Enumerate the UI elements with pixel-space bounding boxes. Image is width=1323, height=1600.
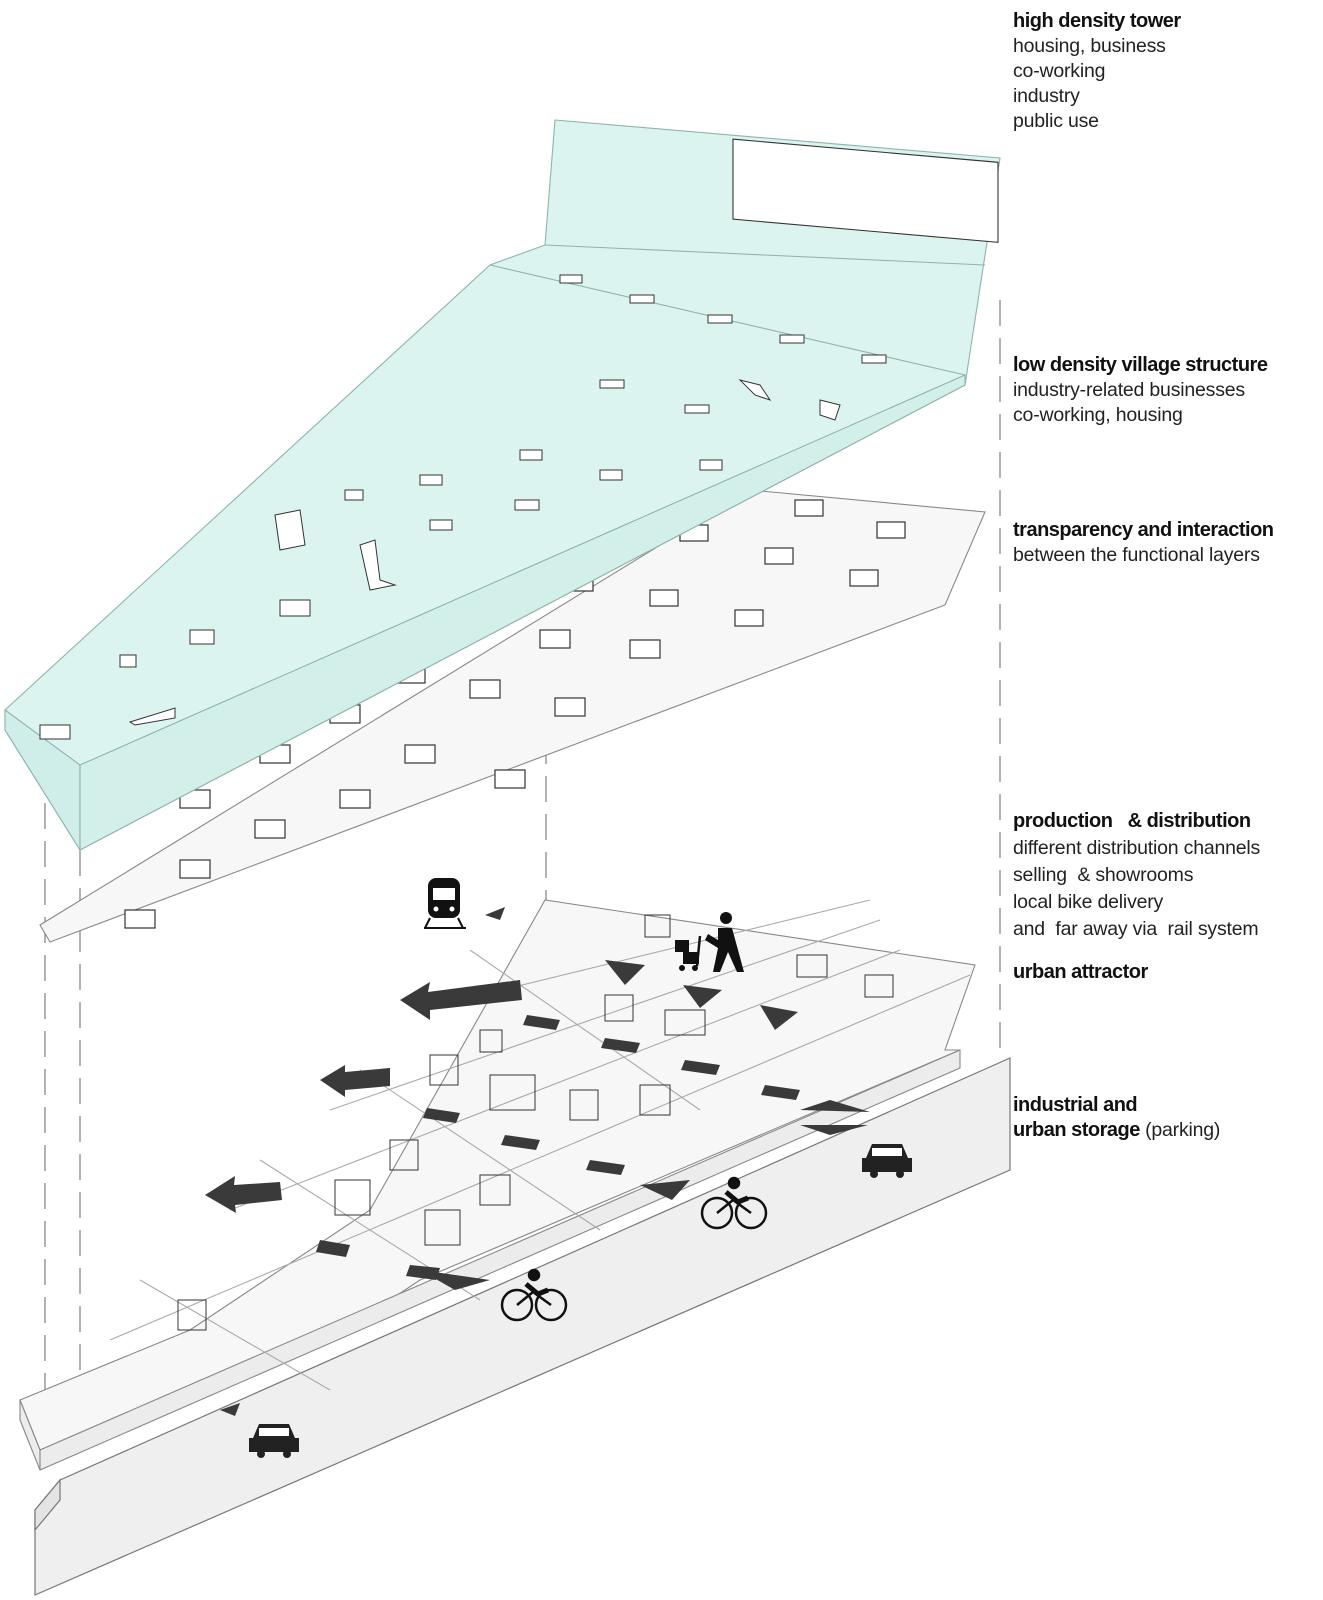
label-title: low density village structure [1013, 354, 1268, 376]
openings-dark [316, 1015, 800, 1280]
bicycle-icon [700, 1176, 768, 1230]
village-courtyards [39, 274, 887, 740]
label-low-density-village: low density village structure industry-r… [1013, 353, 1268, 428]
label-line: local bike delivery [1013, 891, 1164, 913]
label-transparency: transparency and interaction between the… [1013, 518, 1274, 568]
train-icon [424, 878, 466, 929]
label-line: industry-related businesses [1013, 379, 1245, 401]
car-icon [249, 1424, 299, 1458]
car-icon [862, 1144, 912, 1178]
label-line: public use [1013, 110, 1099, 132]
label-production-distribution: production & distribution different dist… [1013, 808, 1260, 943]
label-line: housing, business [1013, 35, 1166, 57]
label-urban-attractor: urban attractor [1013, 960, 1148, 985]
label-note: (parking) [1145, 1119, 1221, 1141]
label-line: different distribution channels [1013, 837, 1261, 859]
label-line: co-working, housing [1013, 404, 1183, 426]
bicycle-icon [500, 1268, 568, 1322]
label-line: between the functional layers [1013, 544, 1260, 566]
label-industrial-storage: industrial and urban storage (parking) [1013, 1093, 1220, 1143]
label-line: and far away via rail system [1013, 918, 1259, 940]
label-title: production & distribution [1013, 810, 1251, 832]
flow-arrow-icon [205, 907, 870, 1416]
label-line: co-working [1013, 60, 1106, 82]
production-layer [19, 899, 976, 1471]
label-title: industrial and [1013, 1094, 1138, 1116]
storage-boxes [177, 914, 894, 1331]
delivery-worker-icon [675, 912, 744, 972]
label-title: high density tower [1013, 10, 1181, 32]
label-title: transparency and interaction [1013, 519, 1274, 541]
label-title: urban attractor [1013, 961, 1148, 983]
label-high-density-tower: high density tower housing, business co-… [1013, 9, 1181, 134]
transparency-layer [39, 489, 986, 943]
label-line: industry [1013, 85, 1080, 107]
label-line: selling & showrooms [1013, 864, 1194, 886]
projection-lines [44, 300, 1001, 1450]
village-tower-layer [4, 119, 1001, 852]
label-title: urban storage [1013, 1119, 1140, 1141]
